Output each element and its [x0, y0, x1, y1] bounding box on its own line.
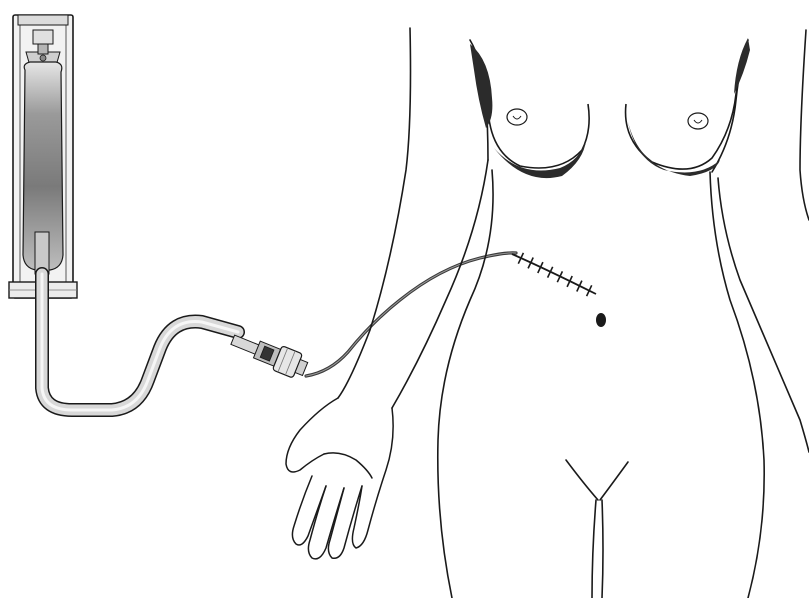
left-nipple [507, 109, 527, 125]
breasts [470, 38, 750, 178]
right-arm-inner [718, 178, 809, 452]
groin-line-left [566, 460, 598, 500]
bag-top-cap [18, 15, 68, 25]
torso-left-side [438, 170, 493, 598]
drainage-catheter [306, 253, 516, 376]
right-arm-outer [800, 30, 809, 220]
inner-thigh-left [592, 500, 596, 598]
navel [596, 313, 606, 327]
left-arm-outer [338, 28, 411, 398]
left-arm-inner [392, 160, 488, 408]
human-torso-outline [338, 28, 809, 598]
drainage-bag [9, 15, 77, 298]
incision-line [512, 254, 596, 294]
sutured-incision [512, 253, 596, 296]
torso-right-side [710, 172, 764, 598]
right-breast [626, 40, 748, 169]
left-hand [286, 398, 393, 559]
groin-line-right [600, 462, 628, 500]
inner-thigh-right [602, 500, 603, 598]
right-breast-shadow [628, 38, 750, 176]
right-nipple [688, 113, 708, 129]
